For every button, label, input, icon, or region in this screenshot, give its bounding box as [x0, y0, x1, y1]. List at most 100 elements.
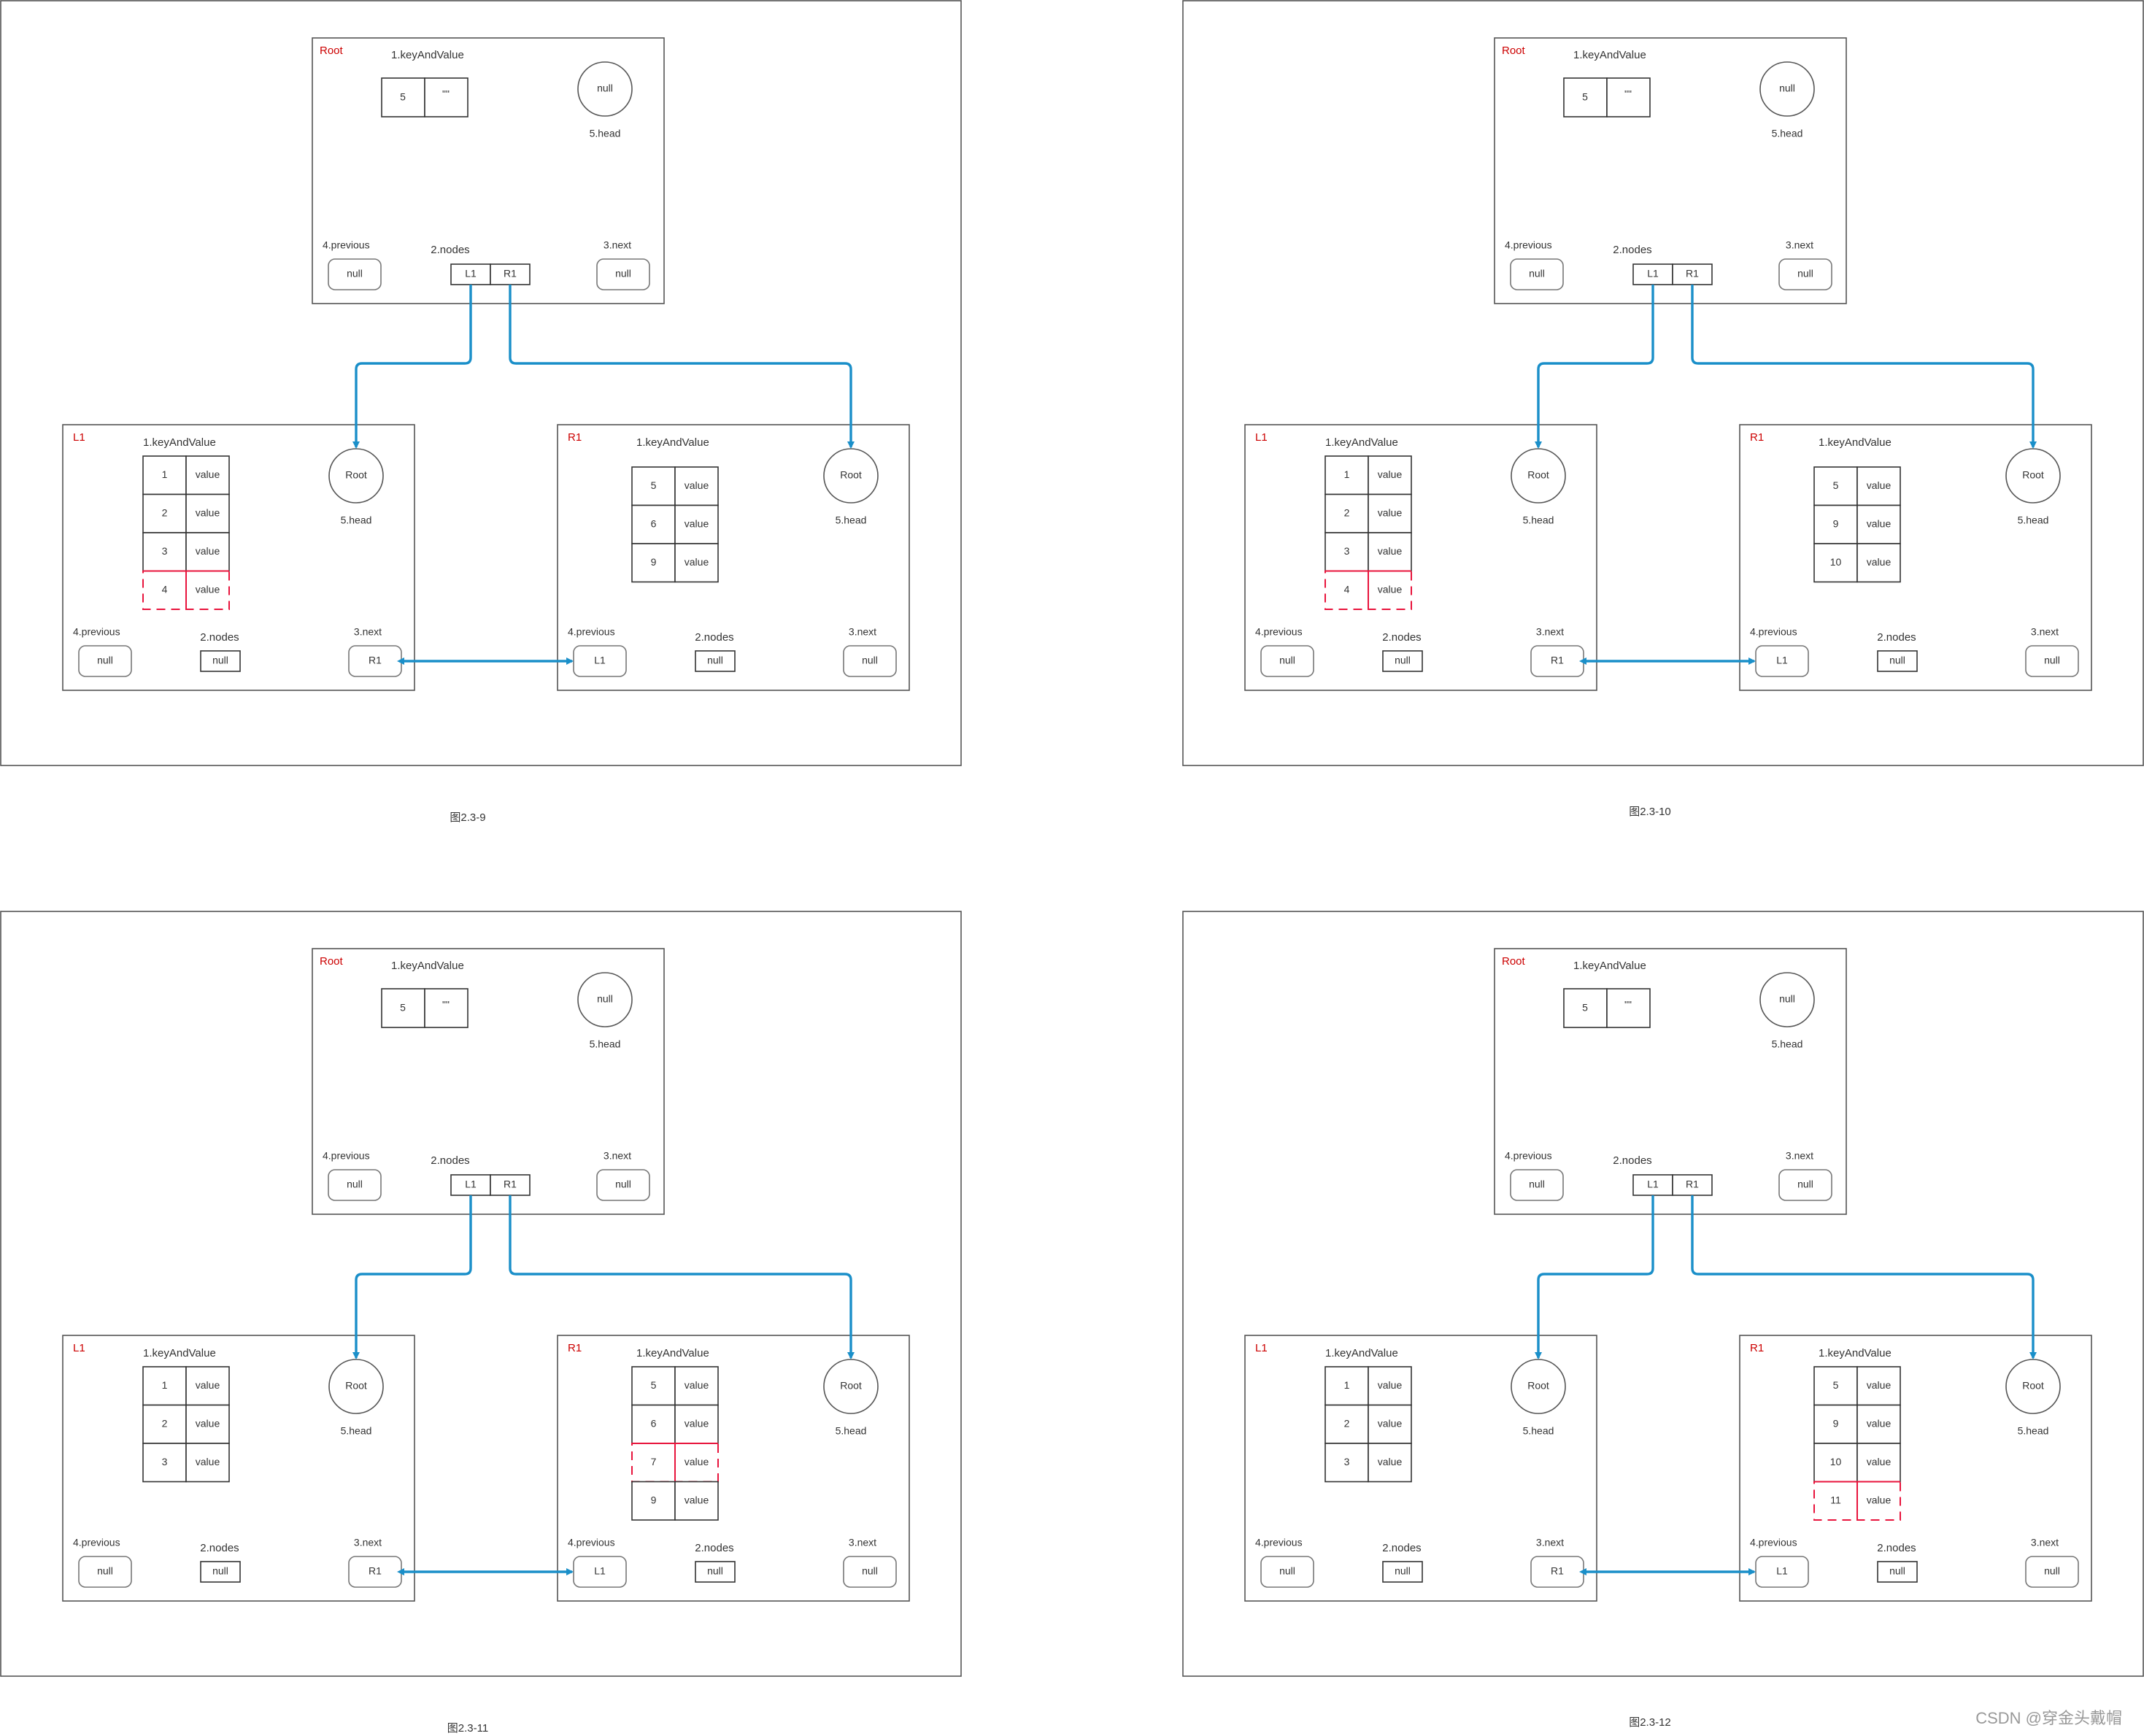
head-value: null	[597, 993, 613, 1005]
previous-value: null	[1279, 1565, 1295, 1577]
key-text: 5	[651, 479, 657, 491]
new-value-cell	[1856, 1481, 1901, 1521]
nodes-label: 2.nodes	[695, 1542, 733, 1554]
next-label: 3.next	[354, 626, 382, 638]
value-text: value	[1378, 583, 1403, 595]
head-circle	[1759, 61, 1815, 117]
arrow-root-to-right	[509, 1195, 855, 1359]
previous-value: null	[1529, 268, 1545, 279]
nodes-label: 2.nodes	[1877, 631, 1916, 644]
value-text: value	[685, 1379, 709, 1391]
nodes-ref-l1: L1	[1647, 268, 1659, 279]
arrow-root-to-right	[1691, 285, 2037, 449]
key-text: 10	[1830, 1456, 1842, 1467]
next-value: R1	[1551, 1565, 1564, 1577]
head-value: Root	[1527, 1380, 1549, 1392]
value-cell	[1856, 1404, 1901, 1444]
key-cell	[142, 1443, 187, 1483]
value-cell	[185, 1443, 230, 1483]
nodes-ref-r1: R1	[504, 268, 517, 279]
key-cell	[631, 466, 676, 506]
nodes-box	[695, 650, 736, 672]
left-node-name: L1	[73, 431, 85, 444]
key-text: 3	[1344, 545, 1350, 557]
previous-box	[328, 258, 382, 290]
nodes-label: 2.nodes	[431, 1154, 469, 1167]
nodes-cell-r1	[1672, 263, 1713, 285]
value-cell	[674, 543, 719, 583]
key-cell	[1813, 543, 1858, 583]
nodes-value: null	[212, 655, 228, 666]
nodes-label: 2.nodes	[695, 631, 733, 644]
previous-box	[1260, 1556, 1314, 1588]
value-text: value	[1378, 545, 1403, 557]
head-circle	[823, 448, 879, 504]
nodes-value: null	[1395, 655, 1411, 666]
key-text: 10	[1830, 556, 1842, 568]
key-text: 9	[1833, 517, 1839, 529]
nodes-label: 2.nodes	[200, 1542, 239, 1554]
value-cell	[1856, 543, 1901, 583]
value-text: value	[1867, 1379, 1892, 1391]
nodes-value: null	[707, 1565, 723, 1577]
nodes-cell-l1	[1632, 1174, 1673, 1196]
nodes-ref-r1: R1	[1686, 268, 1699, 279]
next-value: null	[2044, 655, 2060, 666]
key-and-value-label: 1.keyAndValue	[636, 1347, 709, 1359]
value-text: ""	[1624, 88, 1632, 100]
root-node-name: Root	[320, 45, 344, 57]
key-text: 1	[1344, 1379, 1350, 1391]
previous-value: null	[1529, 1178, 1545, 1190]
next-value: null	[862, 1565, 878, 1577]
key-text: 5	[1833, 479, 1839, 491]
key-text: 11	[1830, 1494, 1841, 1505]
head-value: null	[597, 82, 613, 94]
arrow-root-to-left	[352, 285, 472, 449]
head-circle	[1511, 448, 1566, 504]
next-value: null	[862, 655, 878, 666]
value-cell	[1368, 1443, 1412, 1483]
previous-label: 4.previous	[1505, 1150, 1552, 1162]
value-text: value	[1867, 556, 1892, 568]
new-key-cell	[142, 570, 187, 610]
key-and-value-label: 1.keyAndValue	[391, 49, 464, 61]
head-value: Root	[1527, 469, 1549, 481]
next-value: R1	[369, 655, 382, 666]
value-cell	[1368, 493, 1412, 533]
arrow-root-to-right	[509, 285, 855, 449]
key-text: 7	[651, 1456, 657, 1467]
value-text: value	[196, 1456, 220, 1467]
key-text: 5	[400, 91, 406, 103]
next-box	[843, 645, 897, 677]
value-cell	[1368, 455, 1412, 495]
value-text: value	[1867, 479, 1892, 491]
previous-value: null	[1279, 655, 1295, 666]
key-text: 2	[162, 506, 168, 518]
key-text: 3	[162, 545, 168, 557]
key-text: 5	[400, 1002, 406, 1014]
left-node-name: L1	[1255, 1342, 1268, 1354]
value-cell	[185, 532, 230, 572]
next-label: 3.next	[1536, 1537, 1564, 1548]
head-value: Root	[2022, 469, 2044, 481]
value-text: value	[685, 1417, 709, 1429]
previous-box	[78, 1556, 132, 1588]
key-and-value-label: 1.keyAndValue	[1325, 436, 1398, 449]
new-value-cell	[1368, 570, 1412, 610]
nodes-label: 2.nodes	[1613, 244, 1651, 256]
head-label: 5.head	[836, 1425, 867, 1437]
key-cell	[381, 988, 425, 1028]
head-circle	[577, 972, 633, 1027]
value-text: value	[1378, 1379, 1403, 1391]
key-text: 6	[651, 517, 657, 529]
next-value: null	[2044, 1565, 2060, 1577]
nodes-box	[200, 1561, 241, 1583]
panel-frame	[1182, 911, 2144, 1677]
